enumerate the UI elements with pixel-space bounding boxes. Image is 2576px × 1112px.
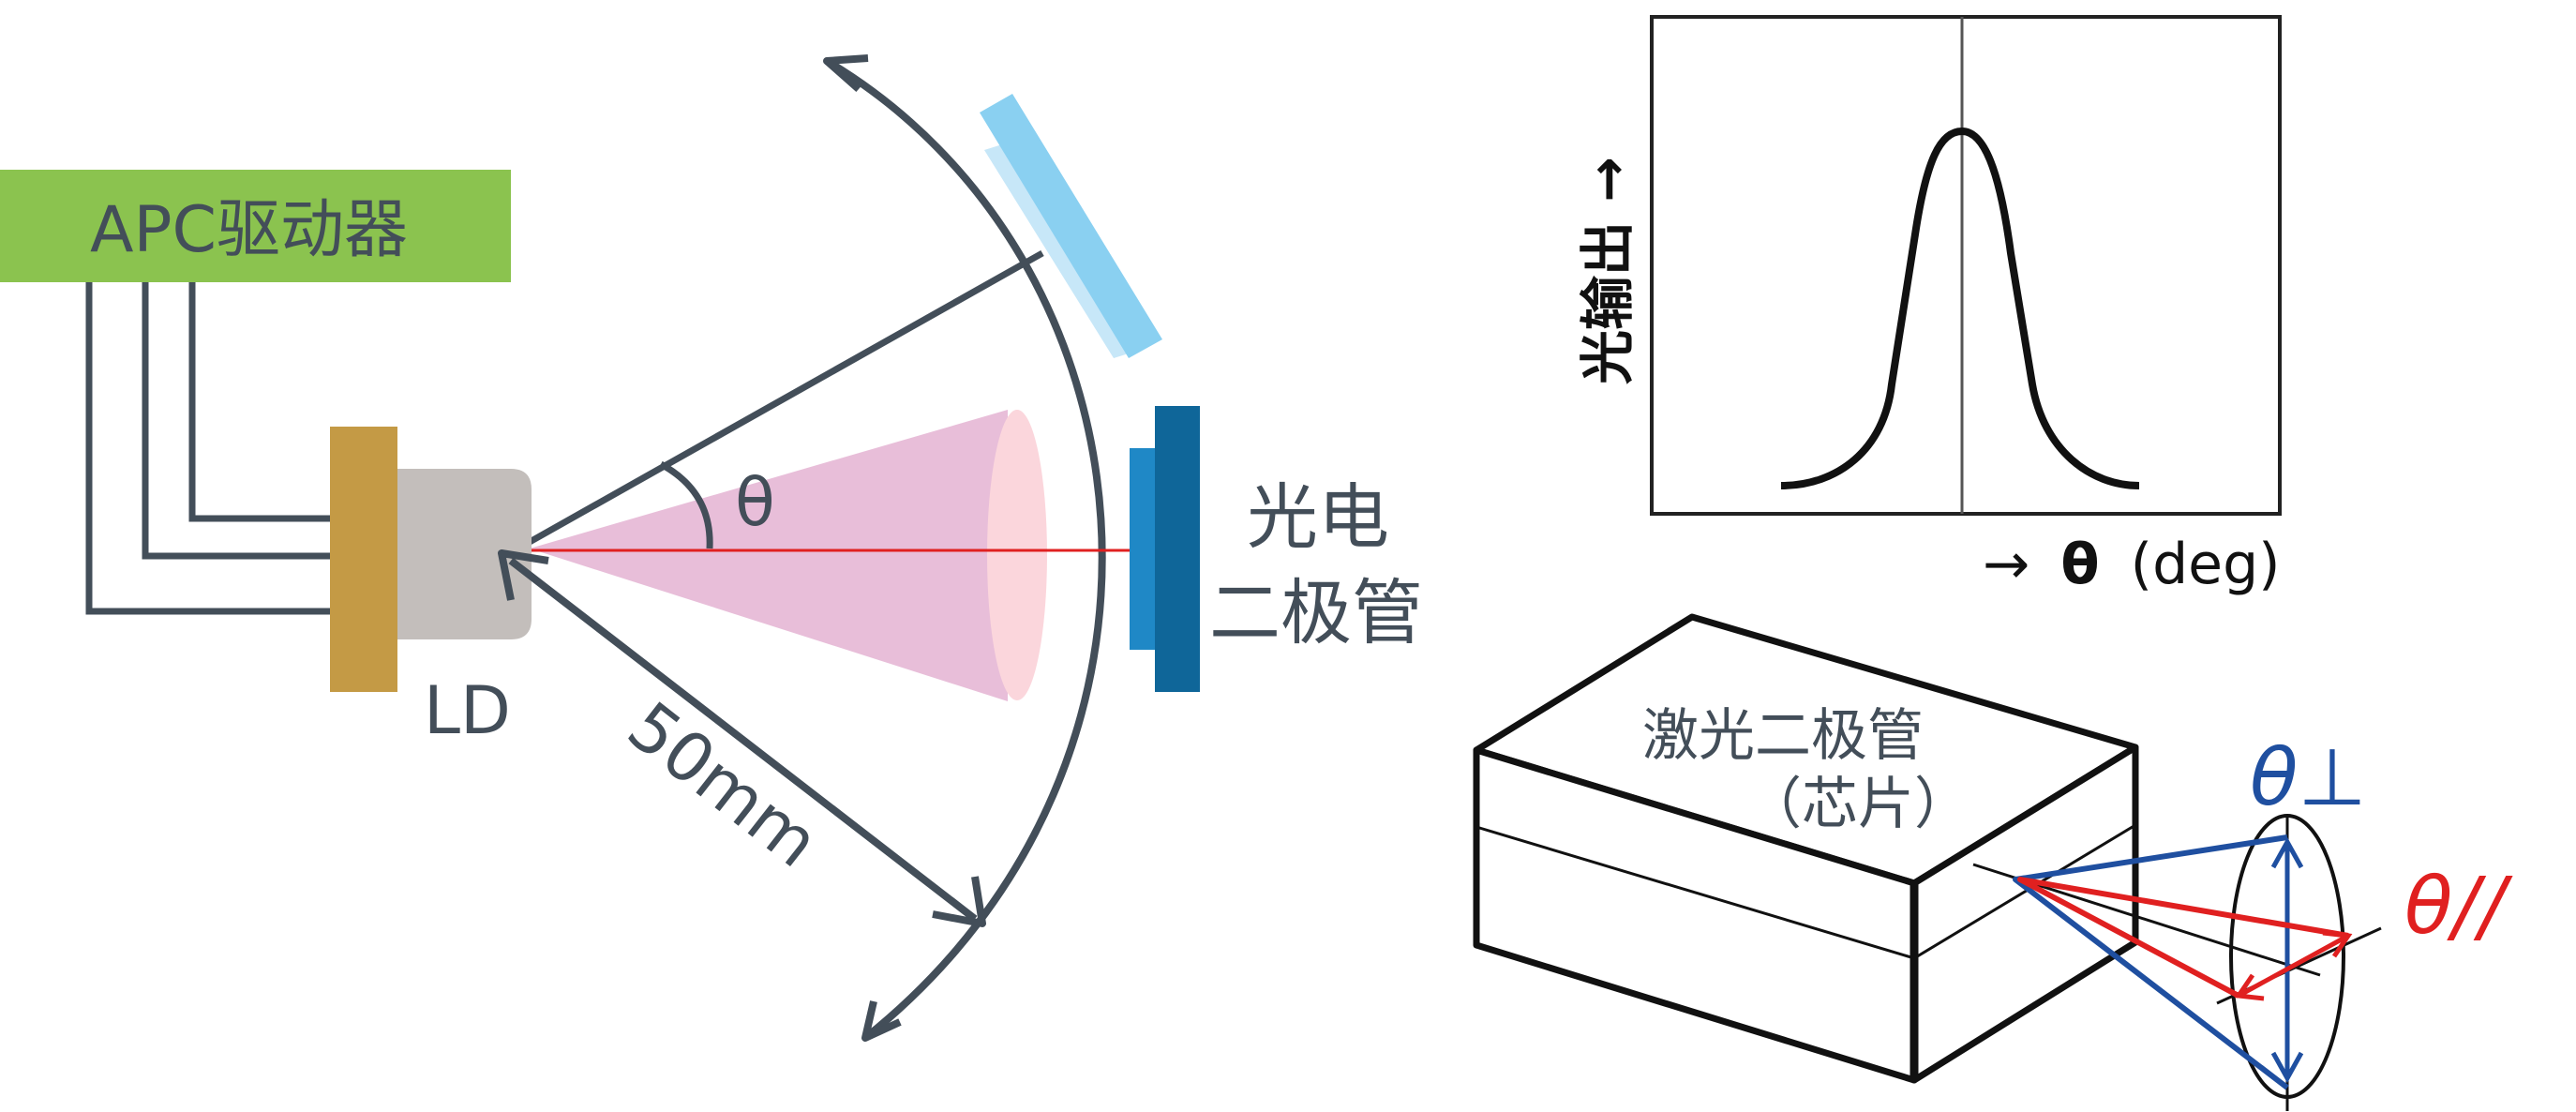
- wire-3: [85, 282, 333, 615]
- photodiode-back: [1155, 406, 1200, 692]
- theta-parallel-label: θ//: [2404, 860, 2513, 952]
- wire-1: [188, 282, 333, 522]
- theta-perp-arrow-bottom: [2270, 1051, 2304, 1084]
- intensity-curve: [1780, 128, 2140, 489]
- ld-flange: [330, 427, 397, 692]
- theta-parallel-span: [2237, 933, 2350, 999]
- intensity-graph: 光输出 → → θ (deg): [1576, 15, 2282, 597]
- theta-parallel-arrow-left: [2234, 973, 2265, 1001]
- arc-arrowhead-bottom: [861, 1000, 902, 1042]
- angle-line: [528, 249, 1044, 546]
- graph-xlabel: → θ (deg): [1983, 532, 2281, 597]
- measurement-setup: APC驱动器 θ 光电 二极管 LD: [0, 54, 1423, 1042]
- graph-ylabel: 光输出 →: [1576, 157, 1640, 384]
- theta-perp-arrow-top: [2270, 836, 2304, 869]
- theta-parallel-rays: [2017, 877, 2349, 999]
- laser-chip-illustration: 激光二极管 （芯片） θ⊥ θ//: [1473, 613, 2513, 1111]
- chip-junction-front: [1475, 825, 1915, 960]
- theta-parallel-arrow-right: [2322, 930, 2353, 958]
- distance-arrow-line: [508, 557, 978, 923]
- measurement-arc: [824, 57, 1106, 1042]
- photodiode-tilted: [980, 94, 1162, 358]
- photodiode-label-1: 光电: [1247, 475, 1389, 559]
- chip-label-1: 激光二极管: [1642, 703, 1924, 769]
- ld-body: [397, 469, 532, 639]
- photodiode-label-2: 二极管: [1209, 571, 1423, 654]
- theta-perp-rays: [2013, 834, 2289, 1090]
- graph-frame: [1650, 15, 2282, 516]
- distance-arrowhead-start: [498, 549, 549, 601]
- arc-arrowhead-top: [823, 54, 869, 92]
- theta-angle-arc: [659, 460, 713, 549]
- driver-wires: [85, 282, 333, 615]
- theta-label: θ: [735, 464, 775, 541]
- ld-label: LD: [424, 672, 511, 749]
- chip-label-2: （芯片）: [1745, 772, 1970, 837]
- beam-cone: [530, 410, 1008, 701]
- graph-xlabel-symbol: θ: [2060, 532, 2099, 597]
- chip-junction-side: [1913, 823, 2136, 960]
- graph-xlabel-arrow: →: [1983, 532, 2029, 597]
- distance-arrowhead-end: [932, 876, 986, 927]
- apc-driver-label: APC驱动器: [90, 193, 408, 267]
- wire-2: [142, 282, 333, 560]
- apc-driver-box: [0, 170, 511, 282]
- graph-xlabel-unit: (deg): [2131, 532, 2281, 597]
- theta-perp-label: θ⊥: [2250, 731, 2367, 823]
- beam-cross-section: [987, 410, 1047, 700]
